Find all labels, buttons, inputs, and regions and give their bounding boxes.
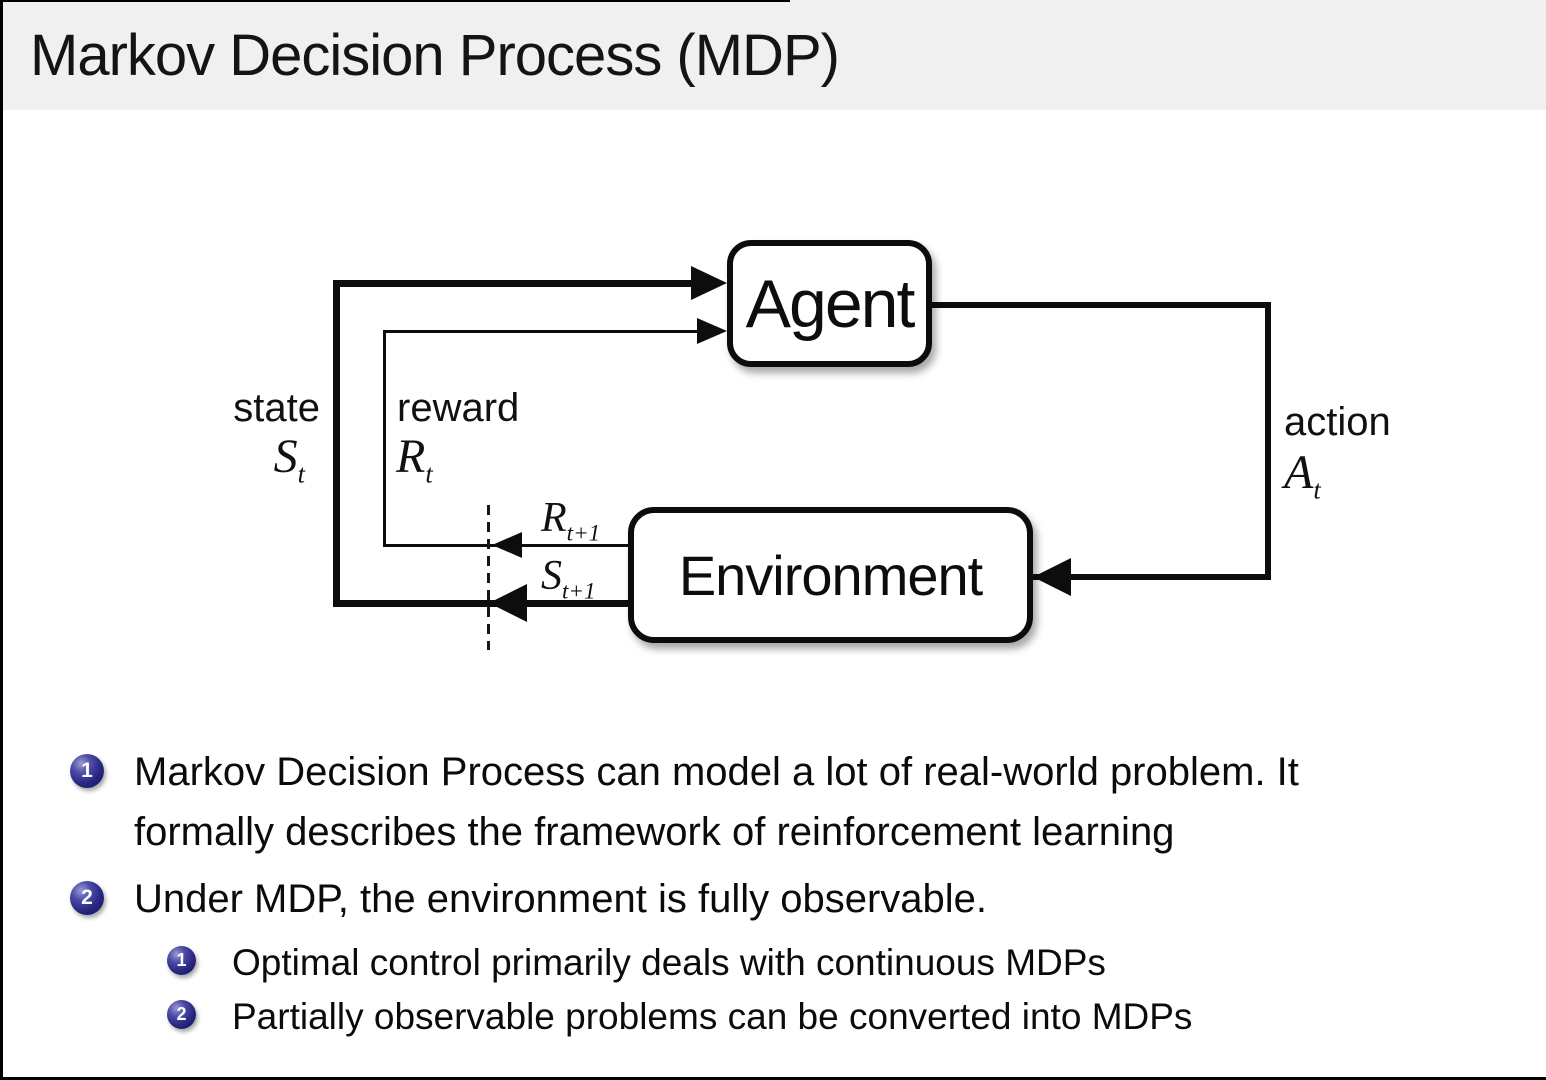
next-reward-arrowhead-icon: [492, 532, 522, 558]
bullet-ball-2: 2: [70, 881, 104, 915]
agent-label: Agent: [745, 265, 916, 342]
bullet-item-1: Markov Decision Process can model a lot …: [134, 742, 1524, 862]
sub-bullet-ball-1: 1: [167, 946, 196, 975]
bullet-item-1-line-1: Markov Decision Process can model a lot …: [134, 750, 1299, 794]
next-reward-symbol: R: [541, 495, 567, 541]
sub-bullet-ball-2: 2: [167, 1000, 196, 1029]
next-reward-subscript: t+1: [566, 519, 601, 546]
reward-loop-top-line: [383, 330, 700, 333]
action-symbol: A: [1284, 446, 1314, 499]
bottom-edge-bar: [0, 1077, 1546, 1080]
action-word-label: action: [1284, 400, 1391, 444]
next-state-label: St+1: [541, 553, 596, 602]
action-subscript: t: [1313, 474, 1321, 505]
sub-bullet-item-1: Optimal control primarily deals with con…: [232, 942, 1106, 983]
state-to-agent-arrowhead-icon: [691, 266, 727, 300]
reward-subscript: t: [425, 458, 433, 489]
state-loop-vertical-line: [333, 280, 340, 607]
reward-symbol: R: [396, 430, 426, 483]
environment-node: Environment: [628, 507, 1033, 643]
bullet-item-1-line-2: formally describes the framework of rein…: [134, 810, 1175, 854]
next-reward-label: Rt+1: [541, 495, 600, 544]
environment-label: Environment: [678, 543, 983, 607]
state-subscript: t: [297, 458, 305, 489]
agent-node: Agent: [727, 240, 932, 367]
bullet-ball-2-number: 2: [81, 886, 93, 909]
bullet-item-2-line-1: Under MDP, the environment is fully obse…: [134, 877, 988, 921]
state-symbol: S: [273, 430, 298, 483]
slide-title: Markov Decision Process (MDP): [30, 23, 840, 88]
bullet-ball-1-number: 1: [81, 759, 93, 782]
next-state-arrowhead-icon: [489, 584, 527, 622]
slide-header: Markov Decision Process (MDP): [0, 0, 1546, 110]
state-loop-bottom-line: [333, 600, 628, 607]
sub-bullet-ball-2-number: 2: [176, 1004, 187, 1024]
top-edge-bar: [0, 0, 790, 2]
left-edge-bar: [0, 0, 3, 1080]
reward-loop-vertical-line: [383, 330, 386, 547]
sub-bullet-item-2: Partially observable problems can be con…: [232, 996, 1193, 1037]
action-symbol-label: At: [1284, 446, 1321, 503]
next-state-subscript: t+1: [562, 577, 596, 604]
next-state-symbol: S: [541, 553, 562, 599]
action-to-environment-arrowhead-icon: [1033, 558, 1071, 596]
bullet-ball-1: 1: [70, 754, 104, 788]
reward-to-agent-arrowhead-icon: [697, 318, 727, 344]
bullet-item-2: Under MDP, the environment is fully obse…: [134, 869, 1524, 929]
action-loop-top-line: [932, 302, 1271, 308]
reward-word-label: reward: [397, 386, 520, 430]
reward-symbol-label: Rt: [396, 430, 433, 487]
action-loop-vertical-line: [1265, 302, 1271, 580]
state-symbol-label: St: [215, 430, 305, 487]
sub-bullet-ball-1-number: 1: [176, 950, 187, 970]
state-loop-top-line: [333, 280, 693, 287]
state-word-label: state: [233, 386, 320, 430]
timestep-dashed-line: [487, 505, 490, 650]
action-loop-bottom-line: [1033, 574, 1271, 580]
